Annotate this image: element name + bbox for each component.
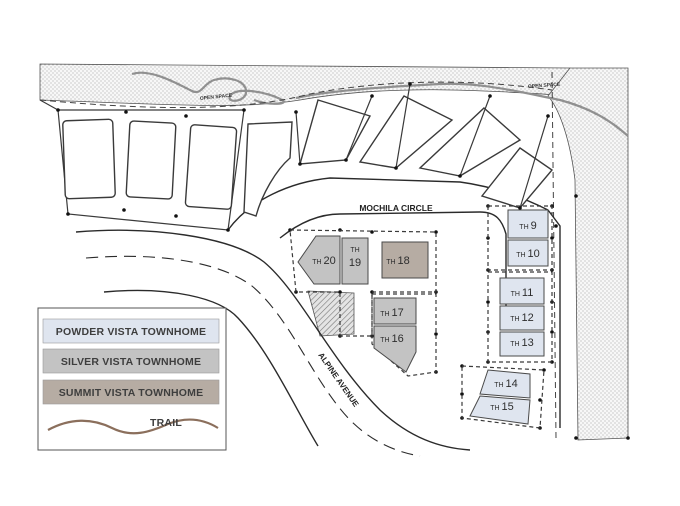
townhome-unit-17[interactable]: TH 17 (373, 297, 417, 325)
townhome-unit-shape (341, 237, 369, 285)
townhome-unit-label: TH 16 (380, 333, 404, 345)
lot-corner-point (538, 398, 542, 402)
townhome-unit-18[interactable]: TH 18 (381, 241, 429, 279)
alpine-avenue-edge-inner (103, 289, 319, 447)
lot-corner-point (574, 436, 578, 440)
lot-corner-point (458, 174, 462, 178)
open-space-label: OPEN SPACE (528, 82, 561, 90)
lot-corner-point (242, 108, 246, 112)
lot-corner-point (338, 290, 342, 294)
townhome-unit-label: TH 20 (312, 255, 336, 267)
alpine-avenue-centerline (85, 255, 421, 457)
townhome-unit-9[interactable]: TH 9 (507, 209, 549, 239)
townhome-unit-label: TH 10 (516, 248, 540, 260)
lot-corner-point (434, 332, 438, 336)
townhome-unit-11[interactable]: TH 11 (499, 277, 545, 305)
legend-label-trail: TRAIL (150, 417, 182, 429)
open-space-east (547, 67, 629, 441)
townhome-unit-shape (507, 209, 549, 239)
inner-block (289, 205, 553, 429)
townhome-unit-shape (499, 305, 545, 331)
lot-corner-point (488, 94, 492, 98)
mochila-circle-label: MOCHILA CIRCLE (359, 203, 433, 213)
lot-corner-point (370, 230, 374, 234)
townhome-unit-shape (499, 331, 545, 357)
lot-corner-point (174, 214, 178, 218)
lot-corner-point (542, 368, 546, 372)
townhome-unit-shape (373, 297, 417, 325)
lot-corner-point (294, 110, 298, 114)
lot-corner-point (122, 208, 126, 212)
lot-corner-point (550, 236, 554, 240)
lot-corner-point (184, 114, 188, 118)
lot-corner-point (546, 114, 550, 118)
lot-corner-point (370, 290, 374, 294)
townhome-unit-10[interactable]: TH 10 (507, 239, 549, 267)
lot-corner-point (56, 108, 60, 112)
lot-corner-point (124, 110, 128, 114)
lot-corner-point (486, 300, 490, 304)
lot-corner-point (626, 436, 630, 440)
open-space-label: OPEN SPACE (200, 93, 234, 102)
townhome-unit-label: TH 18 (386, 255, 410, 267)
townhome-unit-label: TH 9 (519, 220, 536, 232)
lot-corner-point (434, 230, 438, 234)
lot-corner-point (226, 228, 230, 232)
townhome-unit-shape (469, 395, 531, 425)
lot-corner-point (370, 94, 374, 98)
lot-corner-point (518, 206, 522, 210)
north-lots (39, 83, 554, 231)
townhome-unit-label: TH 11 (511, 287, 534, 299)
lot-corner-point (460, 392, 464, 396)
lot-corner-point (298, 162, 302, 166)
townhome-unit-label: TH 12 (510, 312, 534, 324)
mochila-circle-edge-inner (279, 211, 507, 320)
townhome-unit-15[interactable]: TH 15 (469, 395, 531, 425)
lot-corner-point (554, 224, 558, 228)
townhome-unit-shape (499, 277, 545, 305)
legend-label-summit: SUMMIT VISTA TOWNHOME (59, 387, 204, 399)
lot-corner-point (394, 166, 398, 170)
lot-corner-point (550, 330, 554, 334)
legend: POWDER VISTA TOWNHOME SILVER VISTA TOWNH… (37, 307, 227, 451)
lot-corner-point (574, 194, 578, 198)
townhome-unit-shape (381, 241, 429, 279)
townhome-unit-16[interactable]: TH 16 (373, 325, 417, 373)
legend-trail-line (47, 418, 219, 435)
legend-swatch-summit (42, 379, 220, 405)
alpine-avenue-edge-outer (75, 229, 471, 451)
townhome-unit-12[interactable]: TH 12 (499, 305, 545, 331)
legend-label-silver: SILVER VISTA TOWNHOME (61, 356, 201, 368)
property-line-east (551, 71, 557, 439)
open-space-top (39, 63, 573, 106)
legend-swatch-silver (42, 348, 220, 374)
townhome-unit-label: TH 17 (380, 307, 404, 319)
townhome-unit-14[interactable]: TH 14 (479, 369, 531, 399)
townhome-unit-label: TH 13 (510, 337, 534, 349)
townhome-unit-shape (373, 325, 417, 373)
open-space-triangle (307, 290, 355, 337)
lot-corner-point (344, 158, 348, 162)
townhome-unit-shape (507, 239, 549, 267)
townhome-units: TH 9 TH 10 TH 11 TH 12 TH 13 TH 14 TH 15 TH 16 T… (297, 209, 549, 425)
townhome-unit-shape (297, 235, 341, 285)
lot-corner-point (66, 212, 70, 216)
lot-corner-points (56, 82, 630, 440)
property-line-top (39, 81, 553, 109)
townhome-unit-label: TH 15 (490, 401, 514, 413)
townhome-unit-shape (479, 369, 531, 399)
townhome-unit-20[interactable]: TH 20 (297, 235, 341, 285)
townhome-unit-13[interactable]: TH 13 (499, 331, 545, 357)
legend-label-powder: POWDER VISTA TOWNHOME (56, 326, 206, 338)
lot-corner-point (408, 82, 412, 86)
townhome-unit-label: TH 14 (494, 378, 518, 390)
legend-swatch-powder (42, 318, 220, 344)
